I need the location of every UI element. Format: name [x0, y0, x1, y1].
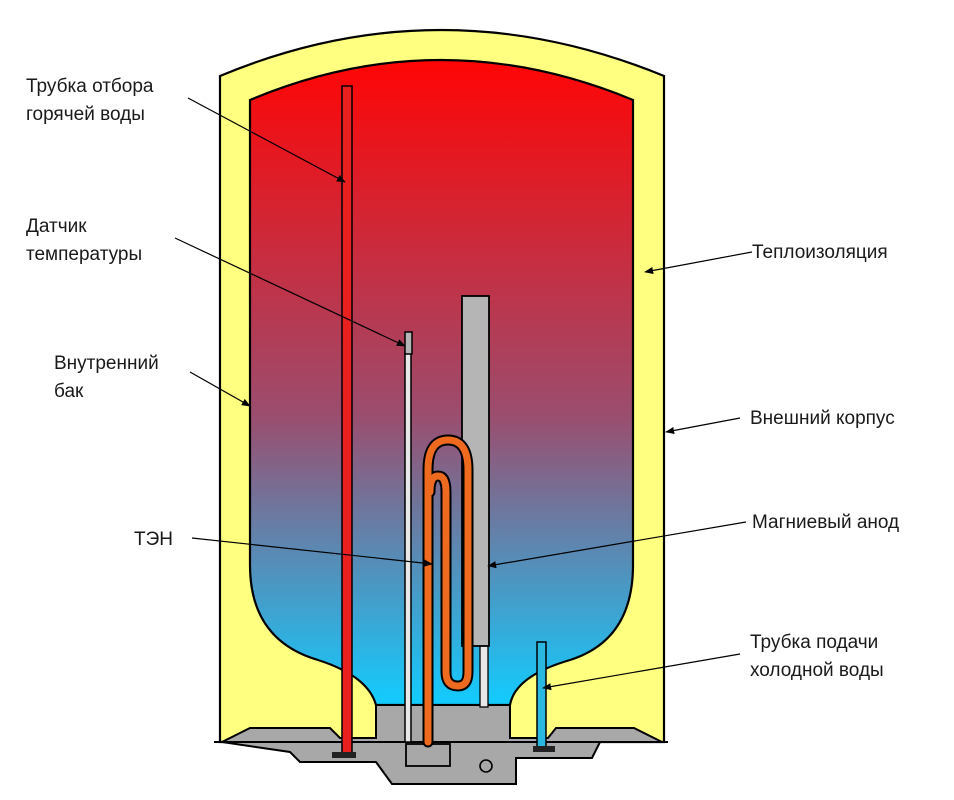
cold-water-pipe	[536, 641, 547, 751]
label-anode: Магниевый анод	[752, 512, 899, 533]
temperature-sensor-head	[404, 331, 413, 355]
heating-element	[422, 434, 474, 748]
label-cold-pipe-line2: холодной воды	[750, 660, 884, 681]
magnesium-anode-rod	[479, 644, 489, 708]
leader-anode	[487, 521, 747, 569]
temperature-sensor-tube	[404, 351, 412, 743]
label-sensor-line1: Датчик	[26, 216, 87, 237]
cold-pipe-foot	[533, 746, 555, 752]
leader-cold-pipe	[542, 653, 741, 691]
label-hot-pipe-line2: горячей воды	[26, 104, 145, 125]
leader-sensor	[174, 237, 406, 347]
label-cold-pipe-line1: Трубка подачи	[750, 632, 878, 653]
hot-water-pipe	[341, 85, 353, 757]
label-inner-tank-line1: Внутренний	[54, 353, 159, 374]
base-bolt	[479, 759, 493, 773]
leader-insulation	[644, 251, 753, 275]
label-hot-pipe-line1: Трубка отбора	[26, 76, 154, 97]
label-outer-shell: Внешний корпус	[750, 408, 895, 429]
leader-hot-pipe	[187, 97, 346, 183]
label-heater: ТЭН	[134, 529, 173, 550]
leader-outer-shell	[665, 417, 741, 435]
leader-heater	[191, 537, 433, 567]
hot-pipe-foot	[332, 752, 356, 758]
label-sensor-line2: температуры	[26, 244, 142, 265]
leader-inner-tank	[189, 371, 251, 407]
label-inner-tank-line2: бак	[54, 381, 84, 402]
label-insulation: Теплоизоляция	[752, 242, 888, 263]
